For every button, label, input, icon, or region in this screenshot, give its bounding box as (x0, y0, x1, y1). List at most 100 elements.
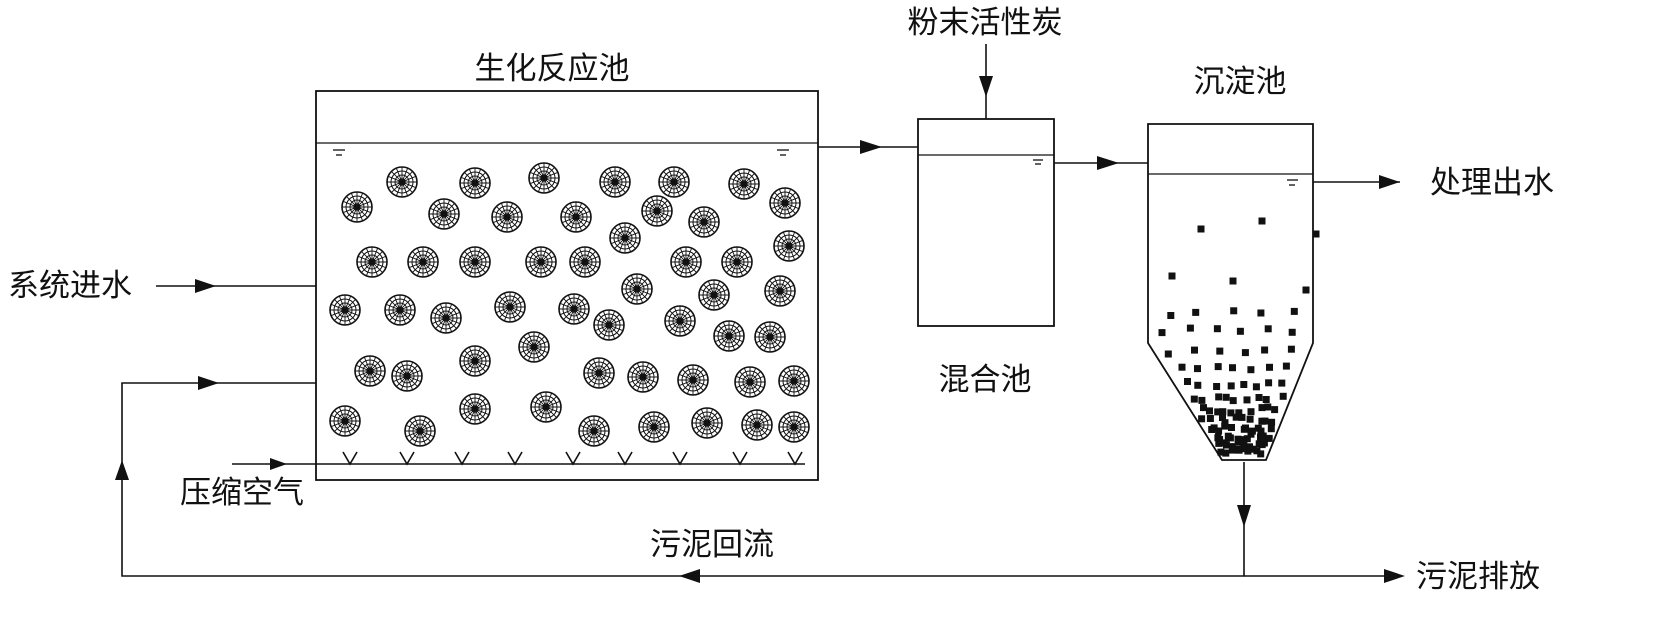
biofilm-carrier (713, 320, 745, 352)
sludge-particle (1271, 406, 1279, 414)
sludge-particle (1230, 307, 1238, 315)
sludge-particle (1220, 439, 1228, 447)
sludge-particle (1243, 435, 1251, 443)
sludge-particle (1279, 392, 1287, 400)
biofilm-carrier (638, 411, 670, 443)
sludge-particle (1197, 225, 1205, 233)
sludge-particle (1219, 414, 1226, 421)
biofilm-carrier (677, 364, 709, 396)
bioreactor-tank (315, 90, 819, 481)
sludge-particle (1259, 432, 1267, 440)
biofilm-carrier (430, 302, 462, 334)
sludge-particle (1229, 277, 1237, 285)
biofilm-carrier (721, 246, 753, 278)
biofilm-carrier (754, 321, 786, 353)
sludge-particle (1265, 379, 1273, 387)
biofilm-carrier (459, 246, 491, 278)
sludge-particle (1167, 312, 1175, 319)
biofilm-carrier (560, 201, 592, 233)
sludge-particle (1178, 363, 1186, 371)
biofilm-carrier (407, 246, 439, 278)
biofilm-carrier (428, 198, 460, 230)
air-arrow (270, 458, 287, 470)
sedimentation-label: 沉淀池 (1194, 64, 1287, 100)
sludge-particle (1238, 413, 1246, 421)
sludge-particle (1261, 346, 1269, 354)
sludge-particle (1258, 441, 1266, 449)
carbon-dosing-arrow (979, 76, 993, 97)
biofilm-carrier (459, 393, 491, 425)
sludge-particle (1216, 436, 1224, 443)
biofilm-carrier (354, 355, 386, 387)
water-level-mark (1033, 159, 1043, 165)
sludge-particle (1215, 427, 1223, 435)
biofilm-carrier (494, 291, 526, 323)
inflow-arrow (195, 279, 216, 293)
biofilm-carrier (741, 409, 773, 441)
carbon-label: 粉末活性炭 (908, 5, 1063, 41)
sedimentation-tank (1147, 123, 1320, 461)
biofilm-carrier (459, 345, 491, 377)
return-sludge-arrow (115, 460, 129, 480)
biofilm-carrier (356, 246, 388, 278)
sludge-particle (1227, 409, 1235, 417)
sludge-particle (1206, 415, 1214, 422)
sludge-particle (1219, 408, 1227, 416)
mixing-label: 混合池 (939, 362, 1032, 398)
sludge-discharge-arrow (1384, 569, 1405, 583)
sludge-particle (1198, 415, 1206, 423)
sludge-particle (1215, 393, 1223, 401)
biofilm-carrier (641, 195, 673, 227)
sludge-particle (1265, 434, 1273, 442)
water-level-mark (777, 149, 789, 156)
sludge-particle (1213, 383, 1221, 390)
settling-sludge-particles (1158, 217, 1320, 458)
sludge-particle (1229, 364, 1236, 372)
sludge-discharge-label: 污泥排放 (1416, 559, 1540, 595)
sludge-particle (1210, 424, 1218, 432)
biofilm-carrier (404, 415, 436, 447)
biofilm-carrier (491, 201, 523, 233)
sludge-particle (1198, 396, 1206, 404)
sludge-particle (1253, 447, 1261, 455)
biofilm-carrier (658, 166, 690, 198)
sludge-particle (1242, 424, 1249, 432)
sludge-particle (1268, 418, 1276, 426)
sludge-particle (1264, 403, 1272, 411)
biofilm-carrier (778, 365, 810, 397)
sludge-particle (1247, 366, 1255, 374)
sludge-particle (1164, 350, 1172, 358)
sludge-particle (1214, 408, 1222, 416)
biofilm-carrier (698, 279, 730, 311)
biofilm-carrier (384, 294, 416, 326)
sludge-particle (1287, 345, 1295, 353)
sludge-particle (1184, 378, 1191, 385)
sludge-particle (1229, 446, 1236, 454)
sludge-particle (1241, 349, 1249, 357)
biofilm-carrier (528, 162, 560, 194)
biofilm-carrier (593, 309, 625, 341)
sludge-outlet-arrow (1237, 505, 1251, 527)
air-label: 压缩空气 (180, 475, 304, 511)
biofilm-carrier (621, 273, 653, 305)
sludge-particle (1186, 324, 1194, 332)
mixing-tank (917, 118, 1055, 327)
biofilm-carrier (688, 206, 720, 238)
biofilm-carrier (728, 168, 760, 200)
inflow-label: 系统进水 (8, 268, 132, 304)
effluent-arrow (1379, 175, 1400, 189)
biofilm-carrier (391, 360, 423, 392)
biofilm-carrier (386, 166, 418, 198)
bioreactor-outlet-arrow (860, 140, 882, 154)
sludge-particle (1257, 309, 1265, 317)
sludge-particle (1258, 217, 1266, 225)
sludge-particle (1278, 379, 1286, 387)
biofilm-carrier (578, 415, 610, 447)
sludge-particle (1192, 308, 1200, 316)
biofilm-carrier (525, 246, 557, 278)
sludge-particle (1222, 393, 1230, 401)
biofilm-carrier (627, 361, 659, 393)
sludge-particle (1264, 325, 1272, 333)
mixing-outlet-arrow (1097, 156, 1119, 170)
sludge-particle (1258, 404, 1266, 412)
